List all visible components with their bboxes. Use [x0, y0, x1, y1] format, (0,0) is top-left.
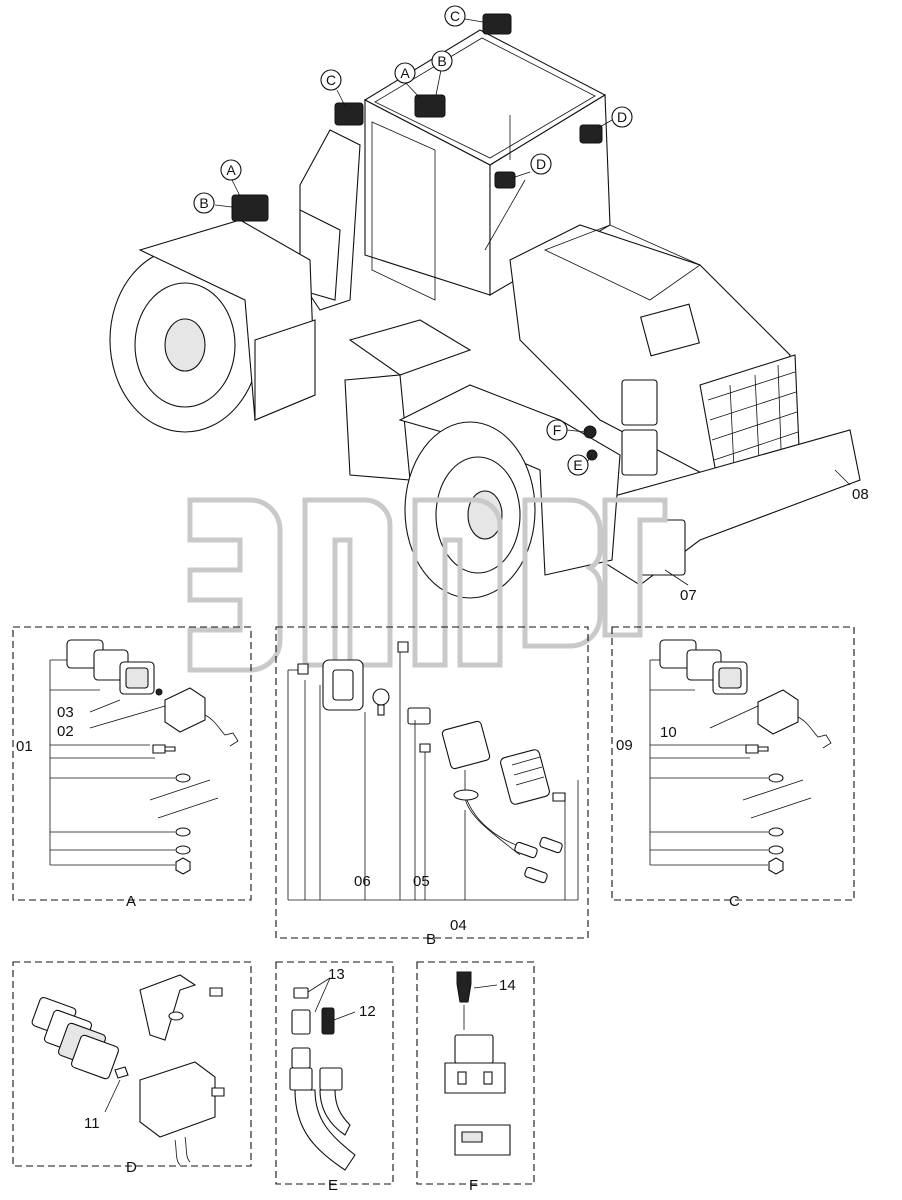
label-03: 03 [57, 704, 74, 721]
detail-d: 11 D [12, 961, 252, 1176]
label-11: 11 [84, 1115, 100, 1132]
label-13: 13 [328, 966, 345, 983]
label-01: 01 [16, 738, 33, 755]
detail-b: 06 05 04 B [275, 626, 589, 948]
callout-d-cab: D [536, 156, 546, 172]
label-10: 10 [660, 724, 677, 741]
label-05: 05 [413, 873, 430, 890]
label-14: 14 [499, 977, 516, 994]
callout-e: E [573, 457, 582, 473]
label-08: 08 [852, 486, 869, 503]
callout-a-roof: A [400, 65, 410, 81]
watermark [187, 497, 668, 673]
detail-f: 14 F [416, 961, 535, 1194]
callout-c-top: C [450, 8, 460, 24]
detail-a: 03 02 01 A [12, 626, 252, 910]
detail-e-title: E [328, 1177, 338, 1194]
wheel-loader-illustration [109, 13, 861, 599]
callout-f: F [553, 422, 562, 438]
label-07: 07 [680, 587, 697, 604]
callout-b-roof: B [437, 53, 446, 69]
detail-e: 13 12 E [275, 961, 394, 1194]
label-09: 09 [616, 737, 633, 754]
label-12: 12 [359, 1003, 376, 1020]
label-02: 02 [57, 723, 74, 740]
detail-c: 10 09 C [611, 626, 855, 910]
detail-a-title: A [126, 893, 136, 910]
callout-c-left: C [326, 72, 336, 88]
detail-f-title: F [469, 1177, 478, 1194]
callout-d-rear: D [617, 109, 627, 125]
callout-a-fender: A [226, 162, 236, 178]
detail-b-title: B [426, 931, 436, 948]
label-04: 04 [450, 917, 467, 934]
label-06: 06 [354, 873, 371, 890]
callout-b-fender: B [199, 195, 208, 211]
machine-callouts: C C A B D D A B F E 08 07 [193, 5, 869, 604]
detail-d-title: D [126, 1159, 137, 1176]
detail-c-title: C [729, 893, 740, 910]
